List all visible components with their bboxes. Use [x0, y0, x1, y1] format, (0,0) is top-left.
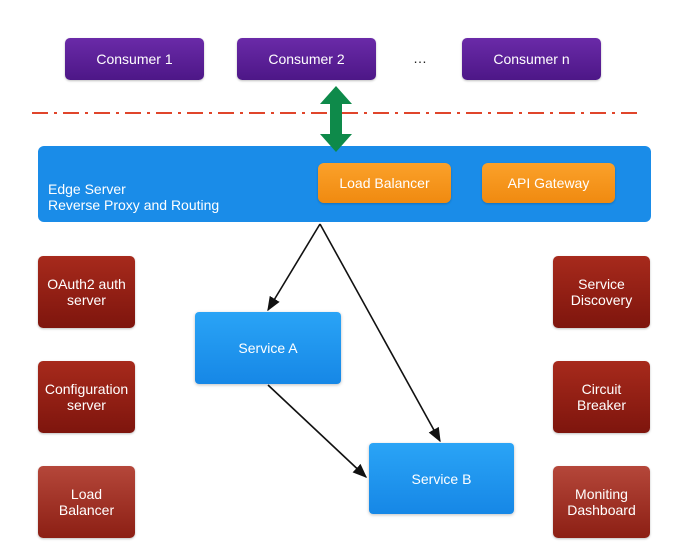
- edge-server-title: Edge Server: [48, 181, 126, 197]
- consumer-2-box: Consumer 2: [237, 38, 376, 80]
- circuit-breaker-box: Circuit Breaker: [553, 361, 650, 433]
- service-discovery-line1: Service: [578, 276, 625, 292]
- service-discovery-box: Service Discovery: [553, 256, 650, 328]
- configuration-server-box: Configuration server: [38, 361, 135, 433]
- load-balancer-box: Load Balancer: [318, 163, 451, 203]
- monitoring-dashboard-line1: Moniting: [575, 486, 628, 502]
- circuit-breaker-line2: Breaker: [576, 397, 627, 413]
- consumer-1-box: Consumer 1: [65, 38, 204, 80]
- load-balancer-side-line2: Balancer: [58, 502, 115, 518]
- circuit-breaker-line1: Circuit: [581, 381, 622, 397]
- service-b-box: Service B: [369, 443, 514, 514]
- service-b-label: Service B: [411, 470, 472, 487]
- oauth2-server-box: OAuth2 auth server: [38, 256, 135, 328]
- consumer-edge-double-arrow: [320, 86, 352, 152]
- consumer-ellipsis: …: [413, 50, 427, 66]
- edge-to-service-a-arrow: [267, 223, 321, 312]
- edge-server-text: Edge Server Reverse Proxy and Routing: [48, 181, 219, 213]
- oauth2-server-line2: server: [67, 292, 106, 308]
- service-discovery-line2: Discovery: [570, 292, 633, 308]
- configuration-server-line1: Configuration: [44, 381, 129, 397]
- consumer-2-label: Consumer 2: [268, 51, 345, 67]
- service-a-box: Service A: [195, 312, 341, 384]
- configuration-server-line2: server: [67, 397, 106, 413]
- monitoring-dashboard-box: Moniting Dashboard: [553, 466, 650, 538]
- edge-server-subtitle: Reverse Proxy and Routing: [48, 197, 220, 213]
- load-balancer-label: Load Balancer: [339, 175, 430, 191]
- consumer-n-label: Consumer n: [493, 51, 570, 67]
- load-balancer-side-line1: Load: [70, 486, 103, 502]
- monitoring-dashboard-line2: Dashboard: [567, 502, 636, 518]
- api-gateway-label: API Gateway: [507, 175, 590, 191]
- oauth2-server-line1: OAuth2 auth: [47, 276, 126, 292]
- consumer-n-box: Consumer n: [462, 38, 601, 80]
- edge-to-service-b-arrow: [319, 223, 441, 443]
- load-balancer-side-box: Load Balancer: [38, 466, 135, 538]
- service-a-label: Service A: [238, 340, 298, 356]
- service-a-to-service-b-arrow: [267, 384, 368, 478]
- consumer-1-label: Consumer 1: [96, 51, 173, 67]
- api-gateway-box: API Gateway: [482, 163, 615, 203]
